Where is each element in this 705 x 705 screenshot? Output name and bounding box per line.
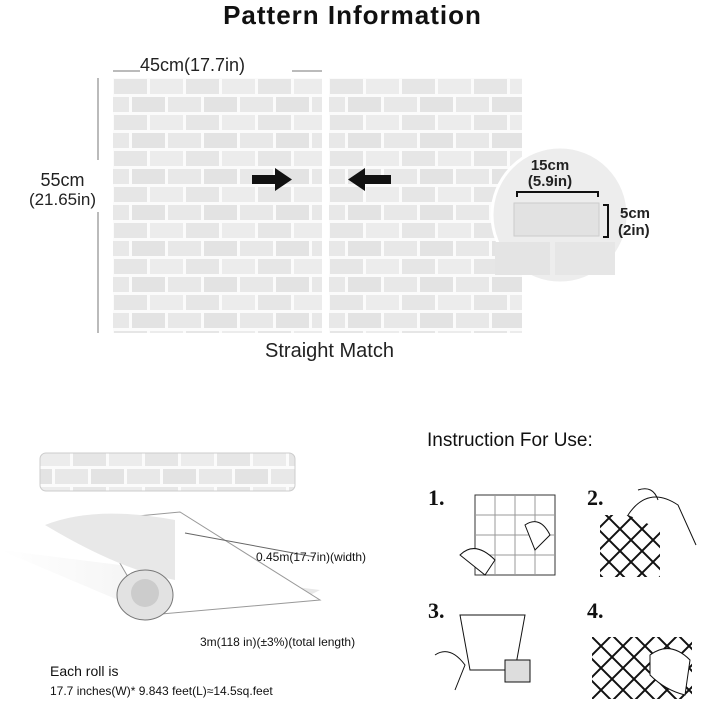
- each-roll-label: Each roll is: [50, 663, 119, 679]
- step-3-illustration: [434, 614, 531, 691]
- step-1-illustration: [459, 494, 556, 576]
- step-number-2: 2.: [587, 485, 604, 510]
- roll-dimensions: 17.7 inches(W)* 9.843 feet(L)≈14.5sq.fee…: [50, 684, 273, 698]
- step-2-illustration: [600, 488, 697, 577]
- instructions-heading: Instruction For Use:: [427, 430, 593, 451]
- rolled-wallpaper: [39, 452, 296, 492]
- step-number-4: 4.: [587, 598, 604, 623]
- arrow-right-icon: [252, 168, 292, 191]
- page-title: Pattern Information: [223, 0, 482, 30]
- match-arrows: [252, 168, 391, 191]
- roll-width-label: 0.45m(17.7in)(width): [256, 550, 367, 564]
- step-number-1: 1.: [428, 485, 445, 510]
- wall-panel-right: [329, 78, 522, 333]
- dimension-lines: [97, 70, 322, 333]
- roll-illustration: [0, 452, 322, 621]
- brick-width-cm: 15cm: [530, 157, 570, 174]
- brick-magnifier: [490, 145, 630, 285]
- wall-panel-left: [113, 78, 322, 333]
- roll-length-label: 3m(118 in)(±3%)(total length): [200, 635, 356, 649]
- step-number-3: 3.: [428, 598, 445, 623]
- step-4-illustration: [592, 637, 692, 699]
- match-type-label: Straight Match: [265, 340, 394, 362]
- arrow-left-icon: [348, 168, 391, 191]
- brick-height-in: (2in): [618, 222, 650, 239]
- brick-height-cm: 5cm: [620, 205, 651, 222]
- brick-width-in: (5.9in): [527, 173, 573, 190]
- pattern-width-label: 45cm(17.7in): [140, 55, 246, 75]
- pattern-height-cm: 55cm: [40, 170, 85, 190]
- pattern-height-in: (21.65in): [28, 190, 97, 209]
